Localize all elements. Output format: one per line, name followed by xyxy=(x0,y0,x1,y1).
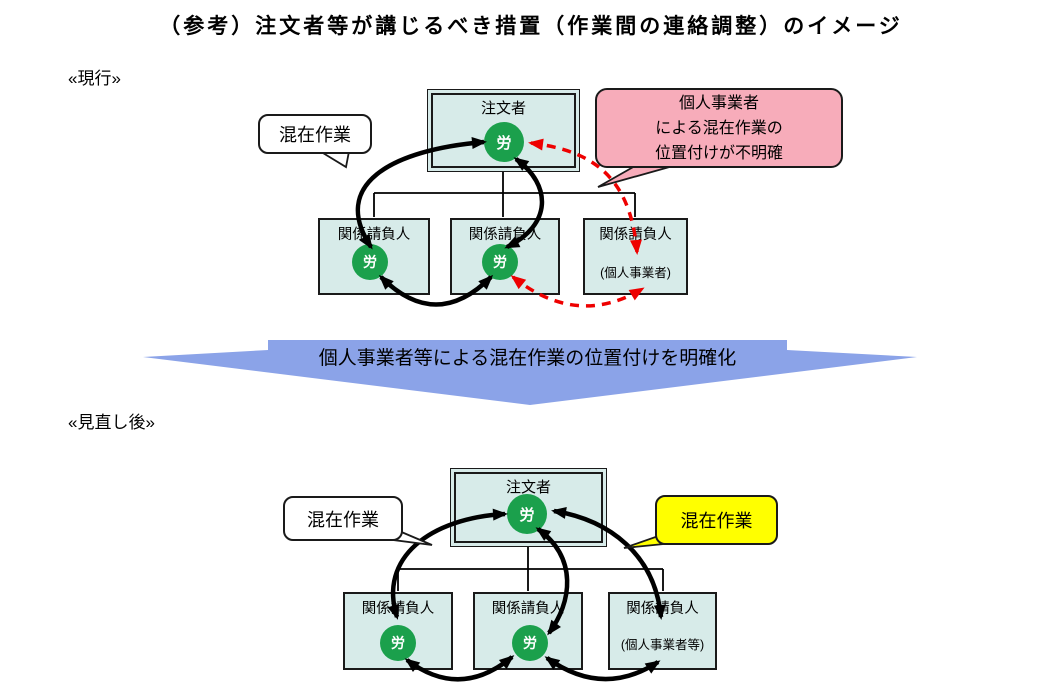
speech-bubble-label: 混在作業 xyxy=(279,125,351,145)
highlight-callout-label: 混在作業 xyxy=(680,511,753,531)
contractor-label: 関係請負人 xyxy=(599,227,672,243)
issue-callout-line2: による混在作業の xyxy=(655,119,783,137)
worker-badge-label: 労 xyxy=(493,254,507,270)
contractor-label: 関係請負人 xyxy=(337,227,411,243)
speech-bubble-mixed-work-revised: 混在作業 xyxy=(283,496,403,541)
speech-bubble-mixed-work-current: 混在作業 xyxy=(258,114,372,154)
contractor-box-3-revised: 関係請負人 (個人事業者等) xyxy=(608,592,717,670)
worker-badge-label: 労 xyxy=(519,506,535,524)
org-connectors-revised xyxy=(397,547,664,591)
contractor-sublabel-sole-proprietor-etc: (個人事業者等) xyxy=(620,638,705,652)
worker-badge-orderer-current: 労 xyxy=(484,122,524,162)
worker-badge-orderer-revised: 労 xyxy=(507,494,547,534)
worker-badge-contractor1-revised: 労 xyxy=(380,625,416,661)
orderer-label: 注文者 xyxy=(480,100,526,117)
worker-badge-contractor1-current: 労 xyxy=(352,244,388,280)
page-title: （参考）注文者等が講じるべき措置（作業間の連絡調整）のイメージ xyxy=(159,15,903,38)
issue-callout-tail xyxy=(597,165,674,188)
section-label-revised: «見直し後» xyxy=(68,413,155,432)
orderer-label: 注文者 xyxy=(505,479,551,496)
issue-callout-line3: 位置付けが不明確 xyxy=(654,144,783,162)
worker-badge-contractor2-revised: 労 xyxy=(512,625,548,661)
contractor-sublabel-sole-proprietor: (個人事業者) xyxy=(600,266,671,280)
contractor-label: 関係請負人 xyxy=(491,601,565,617)
worker-badge-label: 労 xyxy=(363,254,377,270)
contractor-label: 関係請負人 xyxy=(626,601,699,617)
contractor-label: 関係請負人 xyxy=(468,227,542,243)
section-label-current: «現行» xyxy=(68,69,121,88)
speech-bubble-label: 混在作業 xyxy=(307,509,379,530)
issue-callout-line1: 個人事業者 xyxy=(678,94,759,112)
org-connectors-current xyxy=(373,172,636,217)
highlight-callout-mixed-work: 混在作業 xyxy=(655,495,778,545)
contractor-label: 関係請負人 xyxy=(361,601,435,617)
worker-badge-label: 労 xyxy=(391,635,405,651)
contractor-box-3-current: 関係請負人 (個人事業者) xyxy=(583,218,688,295)
worker-badge-label: 労 xyxy=(523,635,537,651)
transition-banner-label: 個人事業者等による混在作業の位置付けを明確化 xyxy=(318,348,737,369)
worker-badge-label: 労 xyxy=(496,134,512,152)
worker-badge-contractor2-current: 労 xyxy=(482,244,518,280)
issue-callout-unclear-status: 個人事業者 による混在作業の 位置付けが不明確 xyxy=(595,88,843,168)
